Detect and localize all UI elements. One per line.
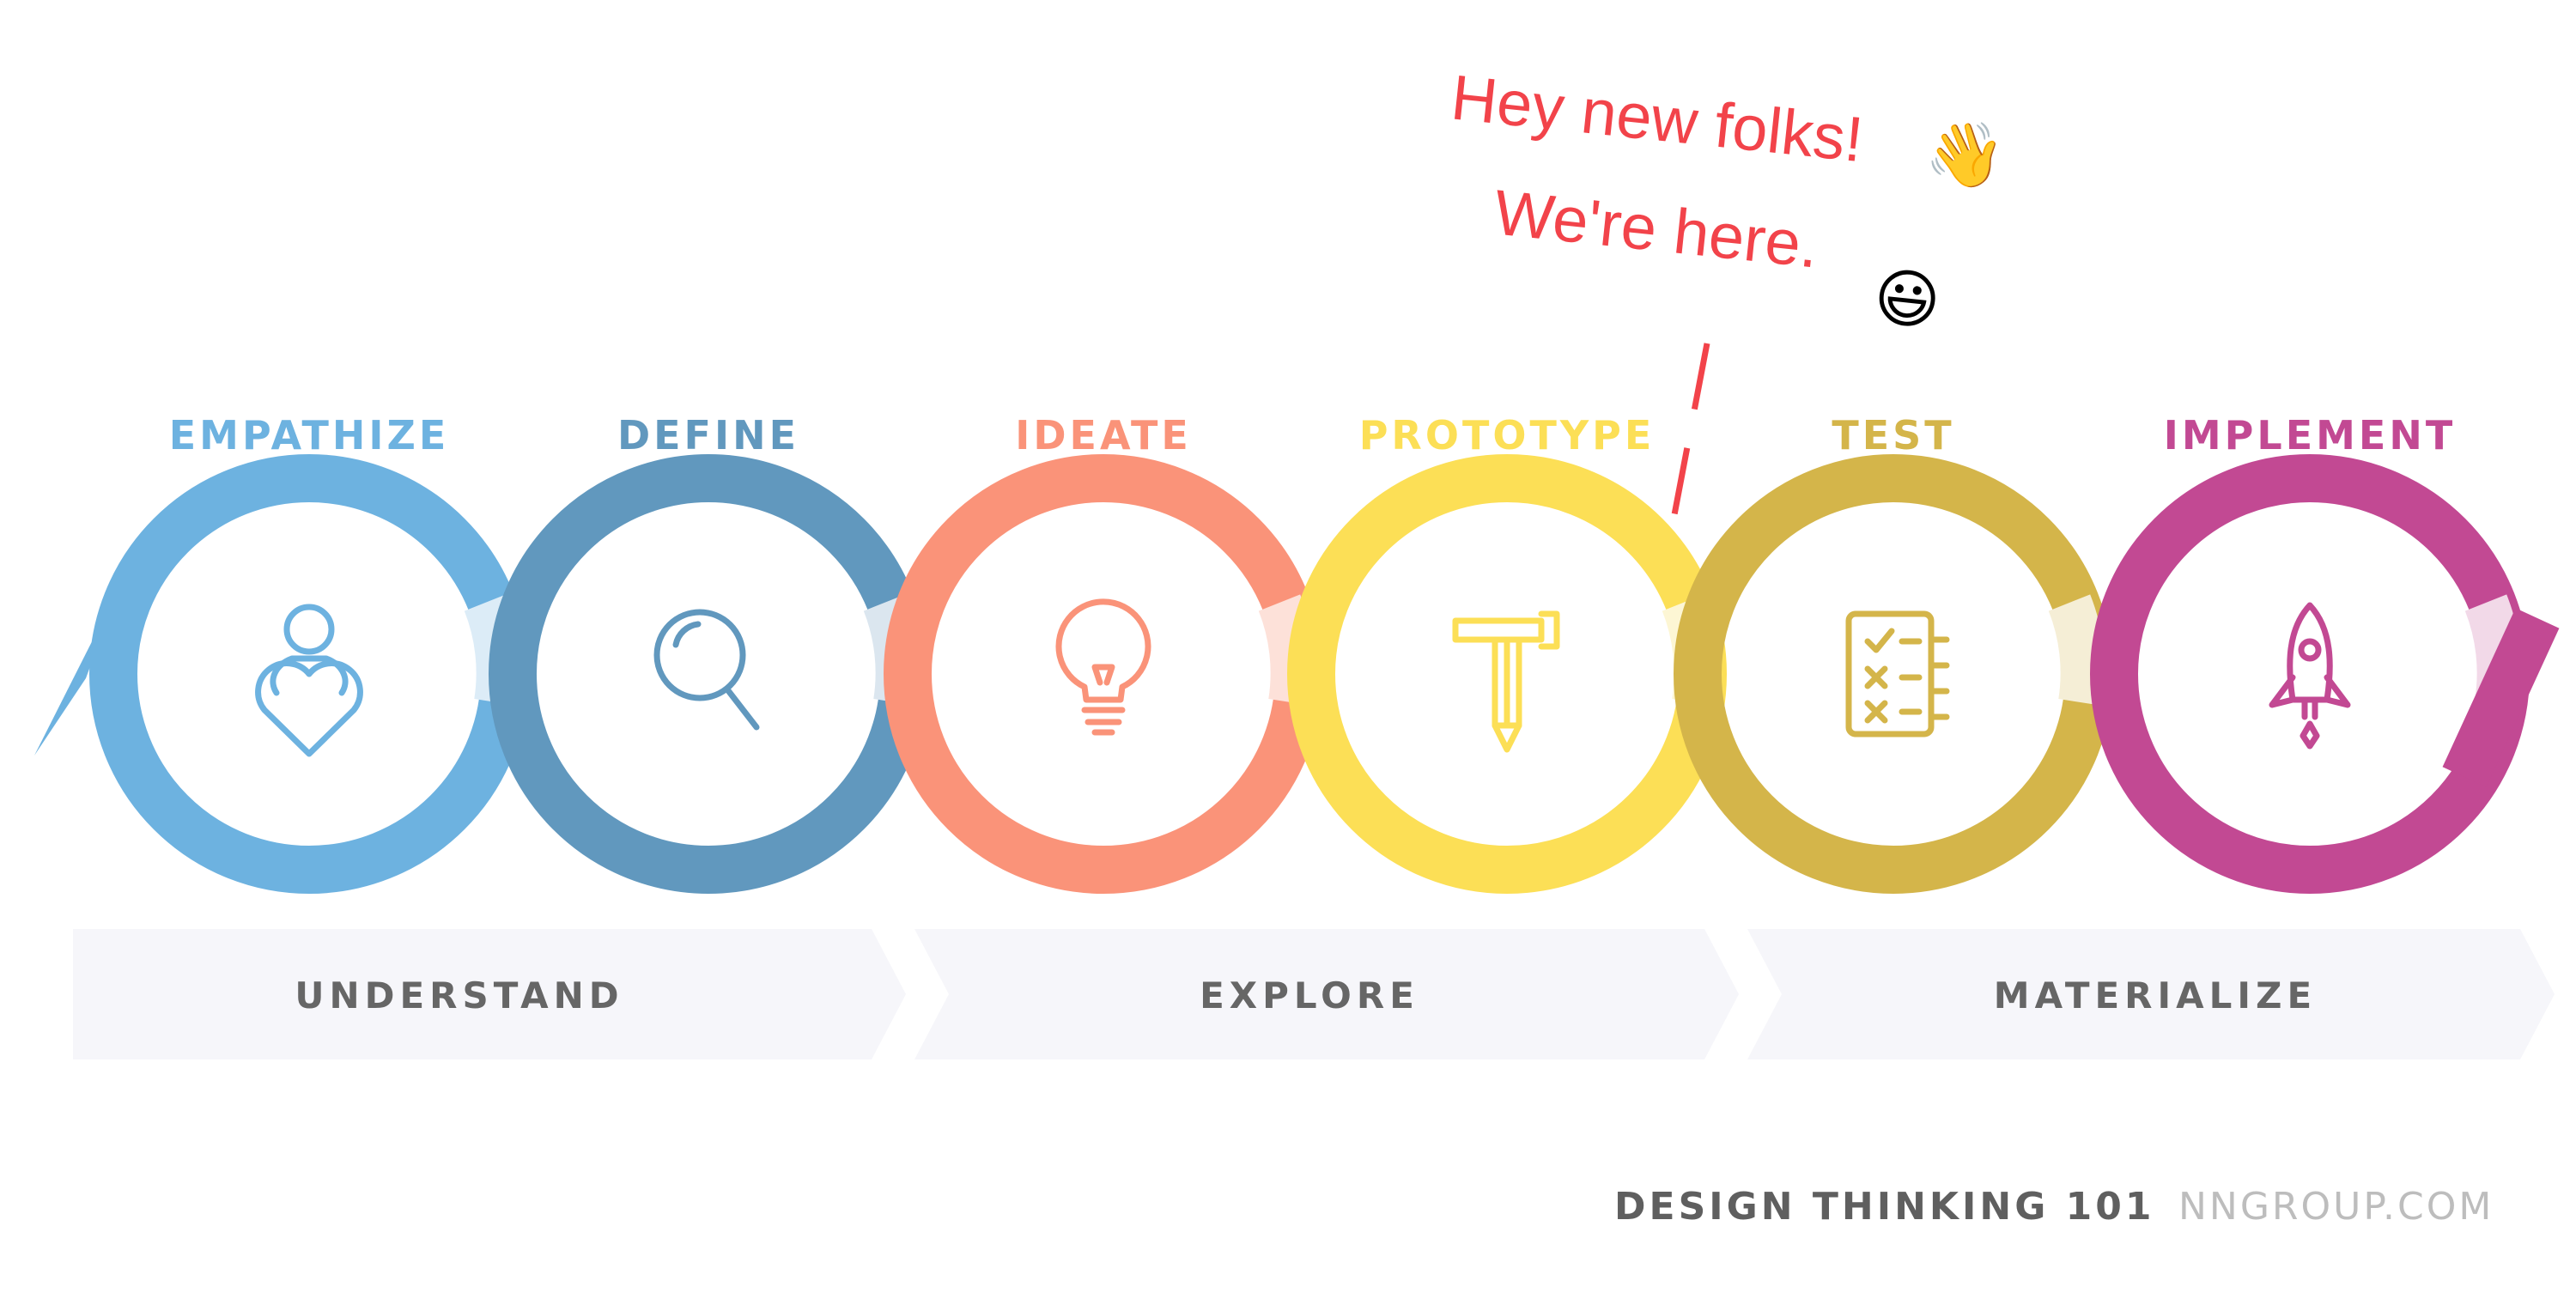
stage-label-test: TEST	[1832, 412, 1954, 458]
stage-label-prototype: PROTOTYPE	[1359, 412, 1656, 458]
stage-define: DEFINE	[489, 412, 928, 894]
annotation-pointer	[1669, 343, 1710, 525]
phase-label-materialize: MATERIALIZE	[1994, 974, 2317, 1017]
stage-label-ideate: IDEATE	[1015, 412, 1192, 458]
hammer-pencil-icon	[1452, 610, 1560, 753]
annotation-line-1: Hey new folks!	[1448, 61, 1866, 175]
stage-test: TEST	[1674, 412, 2113, 894]
phase-label-explore: EXPLORE	[1200, 974, 1419, 1017]
stage-label-define: DEFINE	[617, 412, 799, 458]
wave-emoji-icon: 👋	[1922, 113, 2008, 196]
stage-ideate: IDEATE	[884, 412, 1323, 894]
footer-title: DESIGN THINKING 101	[1614, 1185, 2155, 1229]
stage-label-implement: IMPLEMENT	[2164, 412, 2456, 458]
footer-site: NNGROUP.COM	[2178, 1185, 2494, 1229]
stage-empathize: EMPATHIZE	[34, 412, 529, 894]
ring-define	[489, 454, 928, 894]
ring-gap-test	[2048, 594, 2105, 706]
phase-label-understand: UNDERSTAND	[295, 974, 623, 1017]
magnifier-icon	[653, 609, 760, 731]
ring-exit-implement	[2442, 608, 2560, 787]
stage-implement: IMPLEMENT	[2090, 412, 2560, 894]
smile-emoji-icon: 😃	[1870, 259, 1944, 340]
stage-prototype: PROTOTYPE	[1287, 412, 1727, 894]
ring-ideate	[884, 454, 1323, 894]
ring-implement	[2090, 454, 2530, 894]
checklist-icon	[1845, 610, 1950, 737]
footer-credit: DESIGN THINKING 101 NNGROUP.COM	[1614, 1185, 2494, 1229]
person-heart-icon	[255, 604, 363, 757]
phase-band: UNDERSTAND EXPLORE MATERIALIZE	[73, 929, 2555, 1059]
stage-label-empathize: EMPATHIZE	[169, 412, 450, 458]
ring-test	[1674, 454, 2113, 894]
phase-chevron-understand	[73, 929, 906, 1059]
rocket-icon	[2269, 602, 2351, 750]
phase-chevron-explore	[914, 929, 1739, 1059]
lightbulb-icon	[1055, 598, 1151, 736]
phase-chevron-materialize	[1747, 929, 2555, 1059]
annotation-line-2: We're here.	[1491, 176, 1821, 281]
